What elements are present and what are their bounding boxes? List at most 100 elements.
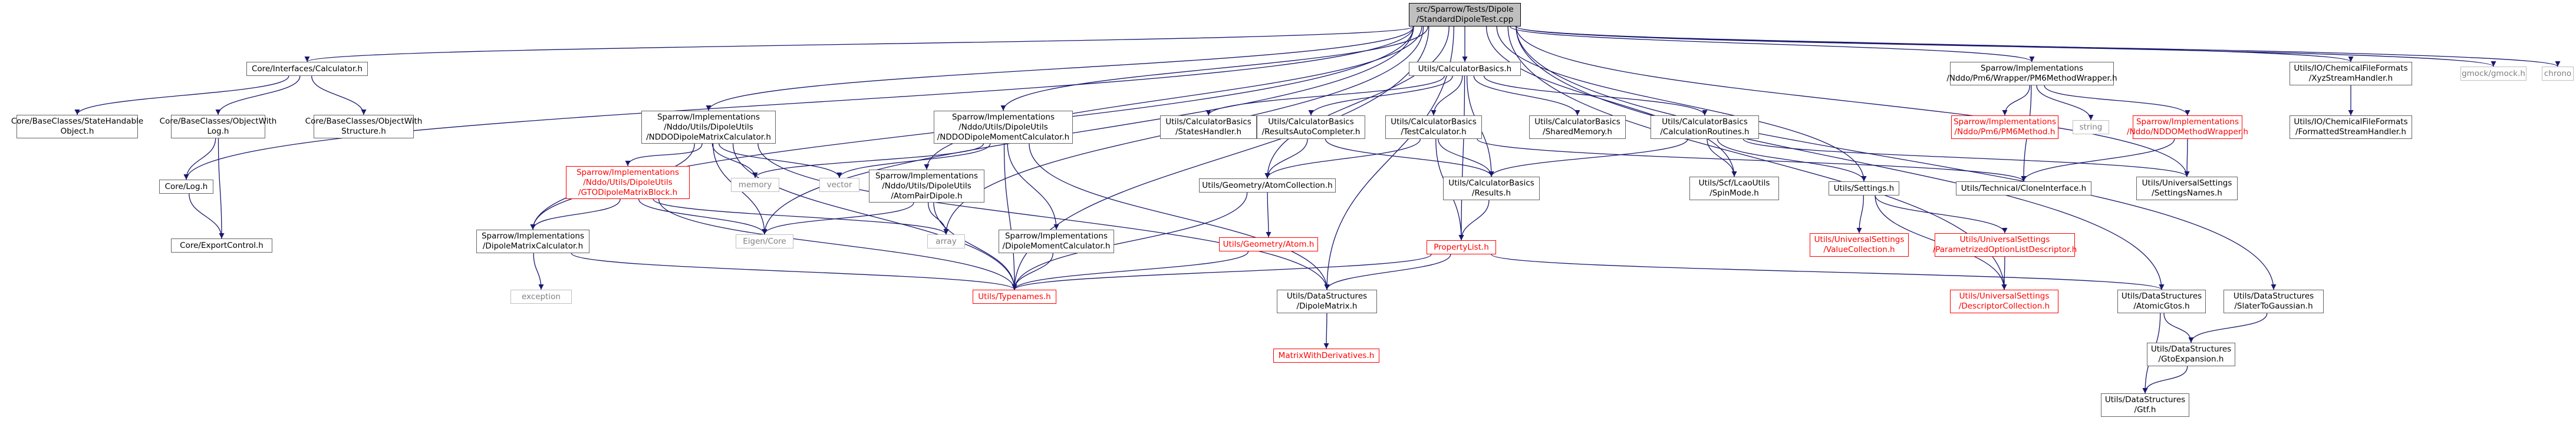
edge-calcroutines-to-spinmode — [1707, 138, 1737, 177]
edge-calcbasics-to-sharedmemory — [1473, 75, 1580, 116]
node-label-line: Sparrow/Implementations — [1980, 64, 2084, 73]
node-descriptorcollection[interactable]: Utils/UniversalSettings/DescriptorCollec… — [1950, 290, 2058, 313]
node-array[interactable]: array — [927, 234, 965, 248]
node-calc[interactable]: Core/Interfaces/Calculator.h — [246, 62, 368, 76]
node-string[interactable]: string — [2073, 120, 2109, 134]
node-label-line: Utils/UniversalSettings — [1959, 235, 2050, 244]
node-label-line: Utils/UniversalSettings — [1814, 235, 1905, 244]
node-spinmode[interactable]: Utils/Scf/LcaoUtils/SpinMode.h — [1689, 177, 1779, 200]
node-label-line: /ParametrizedOptionListDescriptor.h — [1932, 245, 2077, 254]
edge-root-to-chrono — [1516, 26, 2561, 67]
edge-pm6wrapper-to-string — [2036, 85, 2094, 121]
node-chrono[interactable]: chrono — [2542, 67, 2574, 81]
node-eigencore[interactable]: Eigen/Core — [736, 234, 793, 248]
node-matrixwithderiv[interactable]: MatrixWithDerivatives.h — [1273, 349, 1379, 363]
node-resultsautocompleter[interactable]: Utils/CalculatorBasics/ResultsAutoComple… — [1257, 115, 1365, 139]
node-vector[interactable]: vector — [819, 178, 859, 192]
node-calcbasics[interactable]: Utils/CalculatorBasics.h — [1409, 62, 1521, 76]
node-label-line: /Nddo/Utils/DipoleUtils — [583, 177, 673, 187]
edge-calcbasics-to-calcroutines — [1483, 75, 1708, 116]
edge-calcroutines-to-settingsnames — [1742, 138, 2190, 177]
node-pm6method[interactable]: Sparrow/Implementations/Nddo/Pm6/PM6Meth… — [1951, 115, 2058, 139]
node-gtf[interactable]: Utils/DataStructures/Gtf.h — [2101, 393, 2189, 417]
node-label-line: Utils/Typenames.h — [978, 291, 1051, 301]
node-typenames[interactable]: Utils/Typenames.h — [973, 290, 1056, 304]
edge-root-to-calc — [305, 26, 1414, 62]
node-atomcollection[interactable]: Utils/Geometry/AtomCollection.h — [1199, 178, 1336, 193]
node-label-line: Utils/CalculatorBasics — [1165, 117, 1251, 127]
edge-calcroutines-to-settings — [1717, 138, 1867, 182]
node-slatertogaussian[interactable]: Utils/DataStructures/SlaterToGaussian.h — [2223, 290, 2324, 313]
node-testcalculator[interactable]: Utils/CalculatorBasics/TestCalculator.h — [1385, 115, 1482, 139]
node-atompairdipole[interactable]: Sparrow/Implementations/Nddo/Utils/Dipol… — [869, 170, 984, 203]
node-paramoptlistdesc[interactable]: Utils/UniversalSettings/ParametrizedOpti… — [1932, 233, 2077, 257]
node-label-line: Utils/IO/ChemicalFileFormats — [2294, 64, 2408, 73]
edge-root-to-eigencore — [762, 26, 1414, 235]
node-calcroutines[interactable]: Utils/CalculatorBasics/CalculationRoutin… — [1651, 115, 1759, 139]
edge-root-to-descriptorcollection — [1507, 26, 2007, 290]
node-label-line: /Nddo/Utils/DipoleUtils — [882, 181, 971, 191]
node-label-line: Core/Log.h — [164, 181, 208, 191]
node-label-line: Utils/DataStructures — [2150, 344, 2232, 354]
node-gmock[interactable]: gmock/gmock.h — [2460, 67, 2526, 81]
node-xyzstream[interactable]: Utils/IO/ChemicalFileFormats/XyzStreamHa… — [2290, 62, 2412, 85]
node-label-line: /SettingsNames.h — [2152, 188, 2222, 198]
node-sharedmemory[interactable]: Utils/CalculatorBasics/SharedMemory.h — [1529, 115, 1626, 139]
node-label-line: /Gtf.h — [2134, 405, 2156, 415]
edge-calcroutines-to-results — [1488, 138, 1688, 177]
edge-nddomatrixcalc-to-typenames — [732, 143, 1017, 290]
node-atomicgtos[interactable]: Utils/DataStructures/AtomicGtos.h — [2117, 290, 2206, 313]
node-label-line: Utils/Settings.h — [1833, 183, 1895, 193]
node-settingsnames[interactable]: Utils/UniversalSettings/SettingsNames.h — [2136, 177, 2238, 200]
node-geomatom[interactable]: Utils/Geometry/Atom.h — [1219, 237, 1318, 251]
node-label-line: Utils/CalculatorBasics.h — [1418, 64, 1512, 74]
edge-root-to-nddomatrixcalc — [706, 26, 1414, 111]
node-formattedstream[interactable]: Utils/IO/ChemicalFileFormats/FormattedSt… — [2290, 115, 2412, 139]
node-dipolematrixcalc[interactable]: Sparrow/Implementations/DipoleMatrixCalc… — [476, 230, 589, 253]
node-results[interactable]: Utils/CalculatorBasics/Results.h — [1443, 177, 1540, 200]
node-gtomatrixblock[interactable]: Sparrow/Implementations/Nddo/Utils/Dipol… — [566, 166, 690, 199]
node-dipolematrix[interactable]: Utils/DataStructures/DipoleMatrix.h — [1277, 290, 1377, 313]
node-nddomomentcalc[interactable]: Sparrow/Implementations/Nddo/Utils/Dipol… — [934, 111, 1073, 144]
node-label-line: /DipoleMomentCalculator.h — [1002, 241, 1111, 251]
edge-nddomomentcalc-to-dipolemomentcalc — [1007, 143, 1059, 230]
node-label-line: /Nddo/Utils/DipoleUtils — [958, 122, 1048, 132]
node-label-line: Utils/UniversalSettings — [1959, 291, 2050, 301]
edge-slatertogaussian-to-gtoexpansion — [2188, 313, 2268, 343]
node-label-line: Sparrow/Implementations — [657, 112, 760, 122]
node-label-line: Utils/Scf/LcaoUtils — [1698, 178, 1770, 188]
node-exportcontrol[interactable]: Core/ExportControl.h — [171, 238, 272, 253]
node-label-line: /SpinMode.h — [1709, 188, 1759, 198]
edge-gtomatrixblock-to-dipolematrixcalc — [530, 198, 621, 230]
node-valuecollection[interactable]: Utils/UniversalSettings/ValueCollection.… — [1810, 233, 1909, 257]
node-cloneinterface[interactable]: Utils/Technical/CloneInterface.h — [1956, 181, 2091, 195]
edge-calc-to-objwithstructure — [311, 75, 367, 115]
edge-propertylist-to-atomicgtos — [1491, 254, 2165, 290]
node-dipolemomentcalc[interactable]: Sparrow/Implementations/DipoleMomentCalc… — [999, 230, 1114, 253]
node-nddomethodwrapper[interactable]: Sparrow/Implementations/Nddo/NDDOMethodW… — [2127, 115, 2248, 139]
node-exception[interactable]: exception — [510, 290, 572, 304]
edge-testcalculator-to-results — [1438, 138, 1494, 177]
edge-testcalculator-to-atomcollection — [1264, 138, 1421, 179]
node-settings[interactable]: Utils/Settings.h — [1829, 181, 1899, 195]
edge-nddomatrixcalc-to-dipolematrix — [757, 143, 1330, 290]
edge-root-to-atomcollection — [1264, 26, 1450, 179]
node-pm6wrapper[interactable]: Sparrow/Implementations/Nddo/Pm6/Wrapper… — [1946, 62, 2117, 85]
node-propertylist[interactable]: PropertyList.h — [1427, 240, 1496, 254]
node-nddomatrixcalc[interactable]: Sparrow/Implementations/Nddo/Utils/Dipol… — [641, 111, 776, 144]
node-label-line: /GtoExpansion.h — [2158, 354, 2224, 364]
node-gtoexpansion[interactable]: Utils/DataStructures/GtoExpansion.h — [2147, 343, 2235, 366]
edge-root-to-atomicgtos — [1516, 26, 2165, 290]
node-memory[interactable]: memory — [731, 178, 779, 192]
node-stateshandler[interactable]: Utils/CalculatorBasics/StatesHandler.h — [1160, 115, 1257, 139]
node-label-line: /StatesHandler.h — [1175, 127, 1242, 137]
edge-dipolemomentcalc-to-typenames — [1012, 253, 1053, 290]
edge-atomcollection-to-typenames — [1012, 192, 1248, 290]
edge-calcbasics-to-stateshandler — [1205, 75, 1445, 116]
node-log[interactable]: Core/Log.h — [159, 180, 213, 194]
edge-root-to-pm6wrapper — [1510, 26, 2035, 62]
